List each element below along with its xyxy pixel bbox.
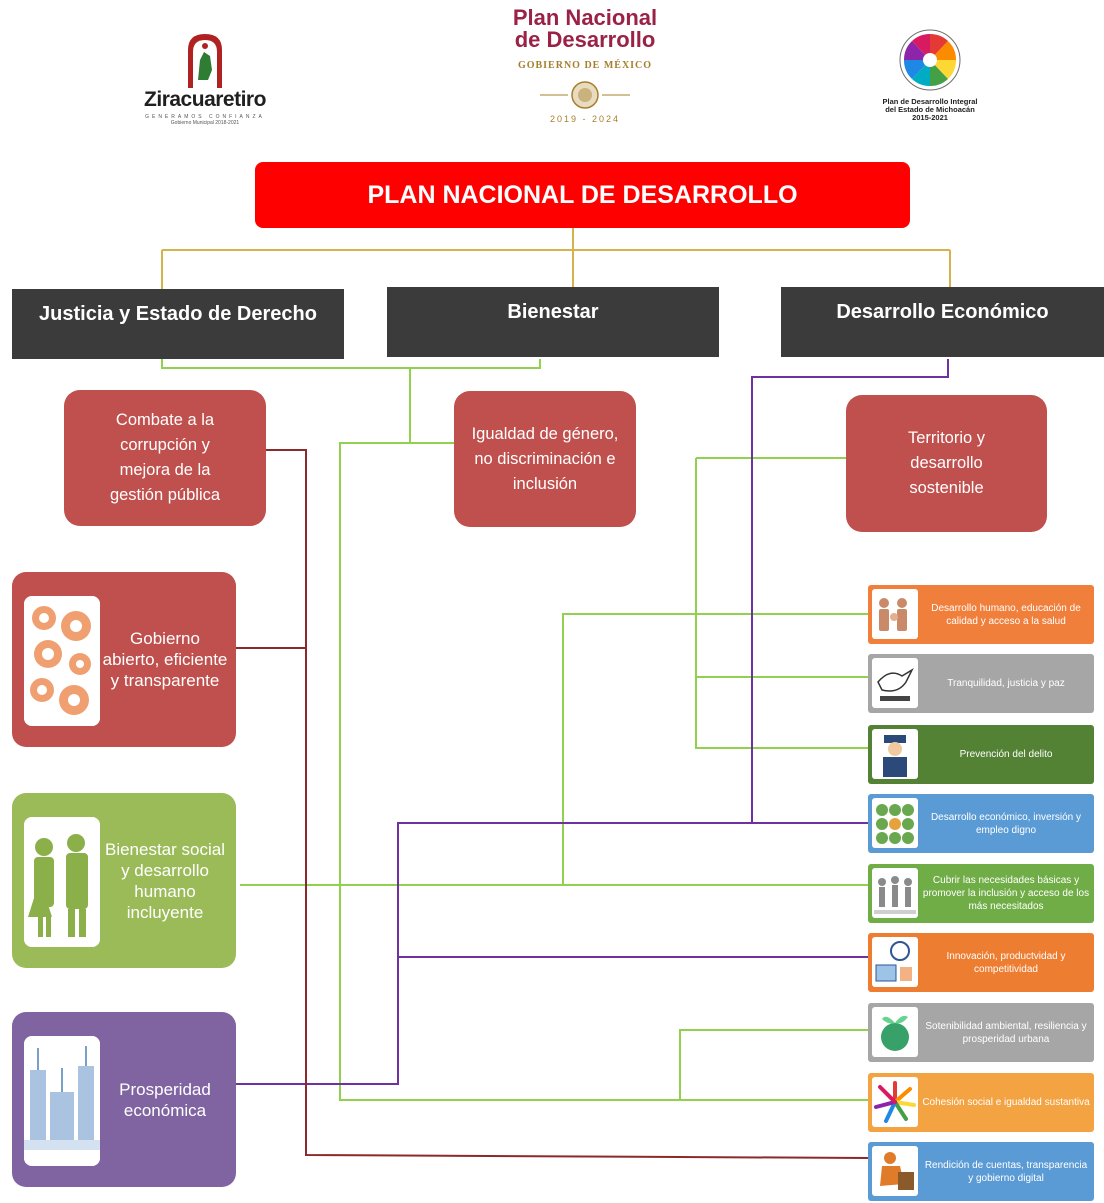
axis-justicia: Justicia y Estado de Derecho <box>12 289 344 359</box>
strategy-label: Sotenibilidad ambiental, resiliencia y p… <box>925 1020 1087 1045</box>
strategy-label: Cubrir las necesidades básicas y promove… <box>922 875 1090 912</box>
pnd-logo-gov: GOBIERNO DE MÉXICO <box>517 60 653 71</box>
green-connector-lines <box>161 359 868 1101</box>
strategy-tranquilidad: Tranquilidad, justicia y paz <box>868 654 1094 713</box>
program-prosperidad: Prosperidad económica <box>12 1012 236 1187</box>
strategy-label: Rendición de cuentas, transparencia y go… <box>924 1159 1088 1184</box>
program-bienestar-social: Bienestar social y desarrollo humano inc… <box>12 793 236 968</box>
program-label: Prosperidad económica <box>119 1079 211 1120</box>
plan-title: PLAN NACIONAL DE DESARROLLO <box>255 162 910 228</box>
red-connector-lines <box>236 449 869 1159</box>
strategy-sostenibilidad: Sotenibilidad ambiental, resiliencia y p… <box>868 1003 1094 1062</box>
people-icon <box>24 817 100 947</box>
strategy-rendicion-cuentas: Rendición de cuentas, transparencia y go… <box>868 1142 1094 1201</box>
pnd-logo: Plan Nacional de Desarrollo GOBIERNO DE … <box>470 6 700 126</box>
ziracuaretiro-emblem-icon <box>188 34 222 88</box>
strategy-prevencion-delito: Prevención del delito <box>868 725 1094 784</box>
strategy-label: Tranquilidad, justicia y paz <box>947 678 1065 689</box>
strategy-label: Desarrollo humano, educación de calidad … <box>931 602 1081 627</box>
objective-label: Territorio y desarrollo sostenible <box>907 429 985 497</box>
objective-label: Igualdad de género, no discriminación e … <box>471 424 619 493</box>
program-label: Gobierno abierto, eficiente y transparen… <box>102 629 228 690</box>
ziracuaretiro-name: Ziracuaretiro <box>144 88 266 111</box>
purple-connector-lines <box>236 359 949 1085</box>
michoacan-logo: Plan de Desarrollo Integral del Estado d… <box>880 28 980 126</box>
strategy-desarrollo-humano: Desarrollo humano, educación de calidad … <box>868 585 1094 644</box>
strategy-desarrollo-economico: Desarrollo económico, inversión y empleo… <box>868 794 1094 853</box>
pnd-logo-years: 2019 - 2024 <box>549 114 621 124</box>
objective-territorio: Territorio y desarrollo sostenible <box>846 395 1047 532</box>
title-tree-lines <box>161 228 951 289</box>
globe-plant-icon <box>872 1007 918 1057</box>
dove-icon <box>872 658 918 708</box>
city-icon <box>24 1036 100 1166</box>
family-icon <box>872 589 918 639</box>
strategy-label: Innovación, productvidad y competitivida… <box>946 950 1066 975</box>
objective-label: Combate a la corrupción y mejora de la g… <box>109 411 221 504</box>
pnd-logo-line2: de Desarrollo <box>514 27 656 52</box>
strategy-cohesion-social: Cohesión social e igualdad sustantiva <box>868 1073 1094 1132</box>
strategy-innovacion: Innovación, productvidad y competitivida… <box>868 933 1094 992</box>
ziracuaretiro-subtitle: GENERAMOS CONFIANZA <box>145 114 265 120</box>
produce-icon <box>872 798 918 848</box>
strategy-necesidades-basicas: Cubrir las necesidades básicas y promove… <box>868 864 1094 923</box>
michoacan-caption: Plan de Desarrollo Integral del Estado d… <box>882 97 978 122</box>
strategy-label: Cohesión social e igualdad sustantiva <box>922 1097 1090 1108</box>
objective-combate-corrupcion: Combate a la corrupción y mejora de la g… <box>64 390 266 526</box>
inclusion-icon <box>872 868 918 918</box>
ziracuaretiro-caption: Gobierno Municipal 2018-2021 <box>170 120 240 126</box>
program-label: Bienestar social y desarrollo humano inc… <box>104 839 225 922</box>
ziracuaretiro-logo: Ziracuaretiro GENERAMOS CONFIANZA Gobier… <box>130 30 280 126</box>
axis-desarrollo-economico: Desarrollo Económico <box>781 287 1104 357</box>
program-gobierno-abierto: Gobierno abierto, eficiente y transparen… <box>12 572 236 747</box>
police-icon <box>872 729 918 779</box>
pnd-logo-line1: Plan Nacional <box>512 5 658 30</box>
worker-icon <box>872 1146 918 1196</box>
innovation-icon <box>872 937 918 987</box>
objective-igualdad-genero: Igualdad de género, no discriminación e … <box>454 391 636 527</box>
strategy-label: Desarrollo económico, inversión y empleo… <box>930 811 1082 836</box>
hands-circle-icon <box>872 1077 918 1127</box>
axis-bienestar: Bienestar <box>387 287 719 357</box>
color-wheel-icon <box>899 29 961 91</box>
mexico-seal-icon <box>540 81 630 109</box>
strategy-label: Prevención del delito <box>959 749 1053 760</box>
gears-icon <box>24 596 100 726</box>
